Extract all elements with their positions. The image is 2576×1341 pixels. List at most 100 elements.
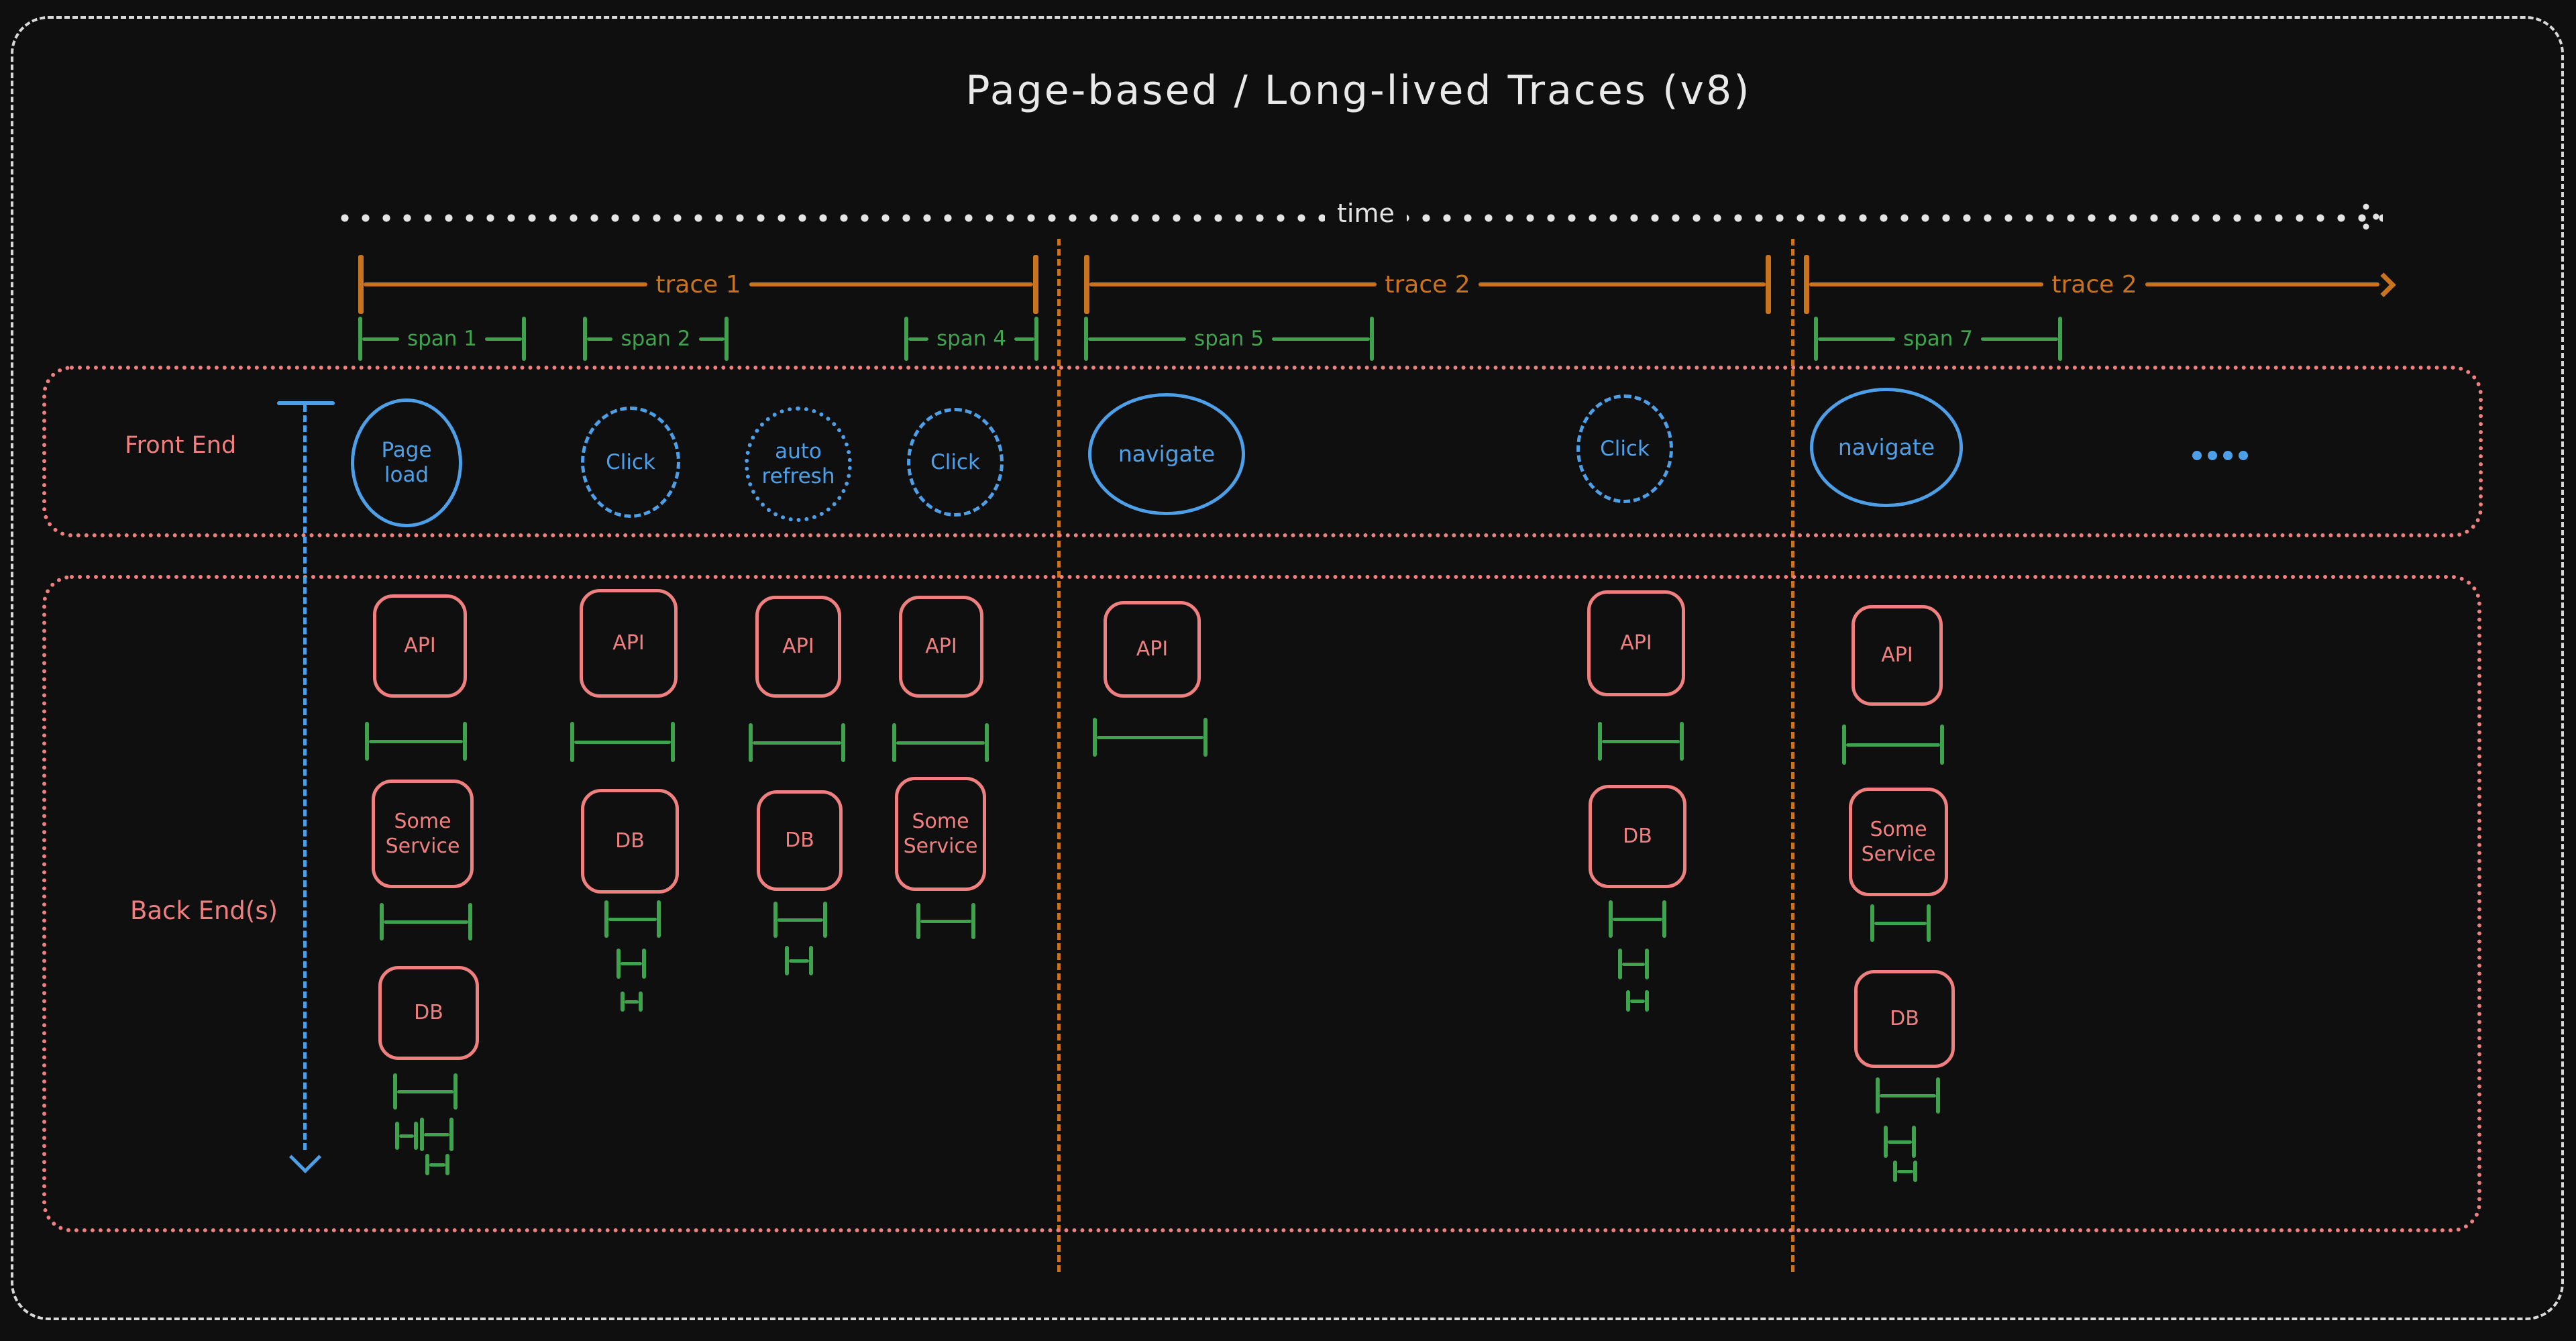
bracket-cap [414, 1122, 418, 1150]
backend-box-db: DB [1854, 970, 1955, 1068]
bracket-line [625, 1000, 639, 1004]
frontend-event-navigate: navigate [1088, 393, 1245, 515]
backend-span-bracket [1609, 900, 1666, 938]
bracket-cap [749, 723, 753, 762]
backend-span-bracket [420, 1118, 453, 1151]
bracket-cap [1876, 1077, 1880, 1114]
bracket-line [1088, 337, 1186, 341]
bracket-line [1888, 1140, 1912, 1144]
bracket-cap [1814, 317, 1818, 361]
bracket-cap [785, 946, 789, 975]
backend-box-api: API [1104, 601, 1201, 698]
bracket-line [384, 920, 468, 924]
bracket-cap [773, 902, 777, 938]
frontend-event-auto-refresh: auto refresh [745, 407, 852, 522]
trace-divider [1791, 239, 1794, 1272]
backend-span-bracket [1598, 722, 1684, 761]
backend-span-bracket [393, 1073, 458, 1110]
backend-span-bracket [916, 903, 975, 939]
bracket-line [1602, 739, 1680, 743]
bracket-cap [1766, 255, 1772, 314]
trace-bracket-1: trace 1 [358, 255, 1039, 314]
bracket-line [896, 741, 985, 745]
bracket-cap [570, 722, 574, 762]
trace-divider [1057, 239, 1061, 1272]
bracket-cap [604, 900, 608, 938]
span-label: span 1 [407, 327, 478, 351]
frontend-lane-label: Front End [125, 432, 237, 459]
bracket-line [1880, 1093, 1936, 1097]
bracket-line [621, 962, 642, 965]
bracket-cap [1033, 255, 1039, 314]
backend-span-bracket [365, 722, 467, 761]
span-label: span 4 [936, 327, 1007, 351]
trace-arrowhead-icon [2371, 272, 2396, 298]
bracket-cap [657, 900, 661, 938]
diagram-title: Page-based / Long-lived Traces (v8) [965, 67, 1752, 114]
bracket-cap [1645, 990, 1649, 1012]
backend-box-db: DB [378, 966, 479, 1060]
bracket-cap [449, 1118, 453, 1151]
dot [2223, 451, 2233, 460]
backend-box-some-service: Some Service [372, 780, 474, 888]
bracket-cap [1680, 722, 1684, 761]
time-flow-arrow-line [303, 405, 307, 1150]
bracket-cap [1804, 255, 1809, 314]
ellipsis-dots [2192, 451, 2248, 460]
time-axis-label: time [1325, 199, 1407, 228]
bracket-line [1874, 921, 1927, 925]
bracket-cap [358, 317, 362, 361]
bracket-cap [1626, 990, 1630, 1012]
backend-lane-label: Back End(s) [130, 896, 278, 925]
backend-span-bracket [1884, 1126, 1916, 1158]
bracket-line [364, 282, 648, 286]
backend-span-bracket [1842, 725, 1944, 765]
backend-lane [42, 575, 2481, 1232]
bracket-cap [393, 1073, 397, 1110]
bracket-line [485, 337, 522, 341]
backend-span-bracket [1876, 1077, 1940, 1114]
bracket-line [1630, 999, 1645, 1003]
bracket-line [574, 740, 671, 744]
bracket-cap [1093, 718, 1097, 757]
bracket-cap [358, 255, 364, 314]
span-label: span 2 [621, 327, 691, 351]
bracket-cap [425, 1154, 429, 1175]
backend-span-bracket [749, 723, 845, 762]
bracket-cap [445, 1154, 449, 1175]
bracket-cap [380, 903, 384, 941]
bracket-cap [1884, 1126, 1888, 1158]
trace-bracket-2: trace 2 [1084, 255, 1772, 314]
span-bracket-4: span 4 [904, 317, 1038, 361]
bracket-cap [904, 317, 908, 361]
bracket-cap [420, 1118, 424, 1151]
backend-box-db: DB [1589, 785, 1686, 888]
bracket-line [789, 959, 809, 963]
backend-box-api: API [755, 596, 841, 698]
bracket-cap [1084, 255, 1089, 314]
time-flow-arrow-cap [277, 401, 335, 405]
bracket-line [1622, 962, 1645, 966]
bracket-cap [463, 722, 467, 761]
outer-border [11, 16, 2564, 1320]
bracket-cap [583, 317, 587, 361]
trace-label: trace 2 [2051, 270, 2137, 299]
frontend-event-page-load: Page load [351, 398, 462, 527]
bracket-cap [522, 317, 526, 361]
backend-span-bracket [425, 1154, 449, 1175]
bracket-cap [1936, 1077, 1940, 1114]
bracket-cap [1870, 904, 1874, 942]
bracket-line [608, 917, 657, 921]
bracket-cap [621, 991, 625, 1012]
backend-box-api: API [1587, 590, 1685, 696]
bracket-cap [1034, 317, 1038, 361]
backend-span-bracket [892, 723, 989, 762]
bracket-cap [1645, 949, 1649, 979]
bracket-line [362, 337, 399, 341]
bracket-cap [892, 723, 896, 762]
span-bracket-5: span 5 [1084, 317, 1374, 361]
trace-label: trace 1 [655, 270, 741, 299]
bracket-line [1846, 743, 1940, 747]
backend-span-bracket [621, 991, 643, 1012]
backend-span-bracket [380, 903, 472, 941]
